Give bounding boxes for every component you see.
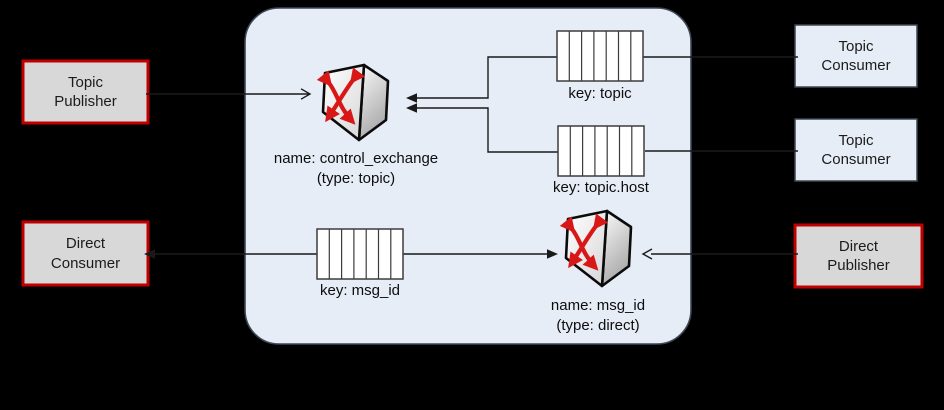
node-direct-consumer: Direct Consumer — [23, 222, 148, 285]
exchange-name-label: name: msg_id — [550, 297, 646, 314]
connector-queue-topic-to-exchange — [417, 56, 557, 99]
open-arrowhead-left-icon — [641, 248, 653, 260]
connector-lines — [144, 56, 798, 260]
node-label: Topic Consumer — [821, 131, 891, 169]
node-box-direct-consumer — [21, 220, 150, 287]
node-label: Direct Publisher — [827, 237, 890, 275]
node-topic-consumer-2: Topic Consumer — [795, 119, 917, 181]
node-topic-publisher: Topic Publisher — [23, 61, 148, 123]
connector-queue-topichost-to-exchange — [417, 107, 558, 153]
queue-icon-topichost — [557, 125, 645, 177]
exchange-type-label: (type: direct) — [556, 317, 640, 334]
solid-arrowhead-left-icon — [406, 93, 417, 103]
solid-arrowhead-right-icon — [547, 249, 558, 259]
queue-key-label: key: topic — [568, 85, 632, 102]
node-label: Topic Consumer — [821, 37, 891, 75]
solid-arrowhead-left-icon — [406, 103, 417, 113]
node-topic-consumer-1: Topic Consumer — [795, 25, 917, 87]
queue-icon-msgid — [316, 228, 404, 280]
exchange-type-label: (type: topic) — [316, 170, 396, 187]
node-box-direct-publisher — [793, 223, 924, 289]
queue-key-label: key: topic.host — [553, 179, 649, 196]
node-label: Topic Publisher — [54, 73, 117, 111]
exchange-name-label: name: control_exchange — [273, 150, 439, 167]
node-box-topic-publisher — [21, 59, 150, 125]
node-box-topic-consumer-2 — [794, 118, 918, 182]
queue-key-label: key: msg_id — [319, 282, 401, 299]
node-direct-publisher: Direct Publisher — [795, 225, 922, 287]
node-box-topic-consumer-1 — [794, 24, 918, 88]
node-label: Direct Consumer — [50, 235, 121, 272]
open-arrowhead-right-icon — [300, 88, 312, 100]
queue-icon-topic — [556, 30, 644, 82]
solid-arrowhead-left-icon — [144, 249, 155, 259]
